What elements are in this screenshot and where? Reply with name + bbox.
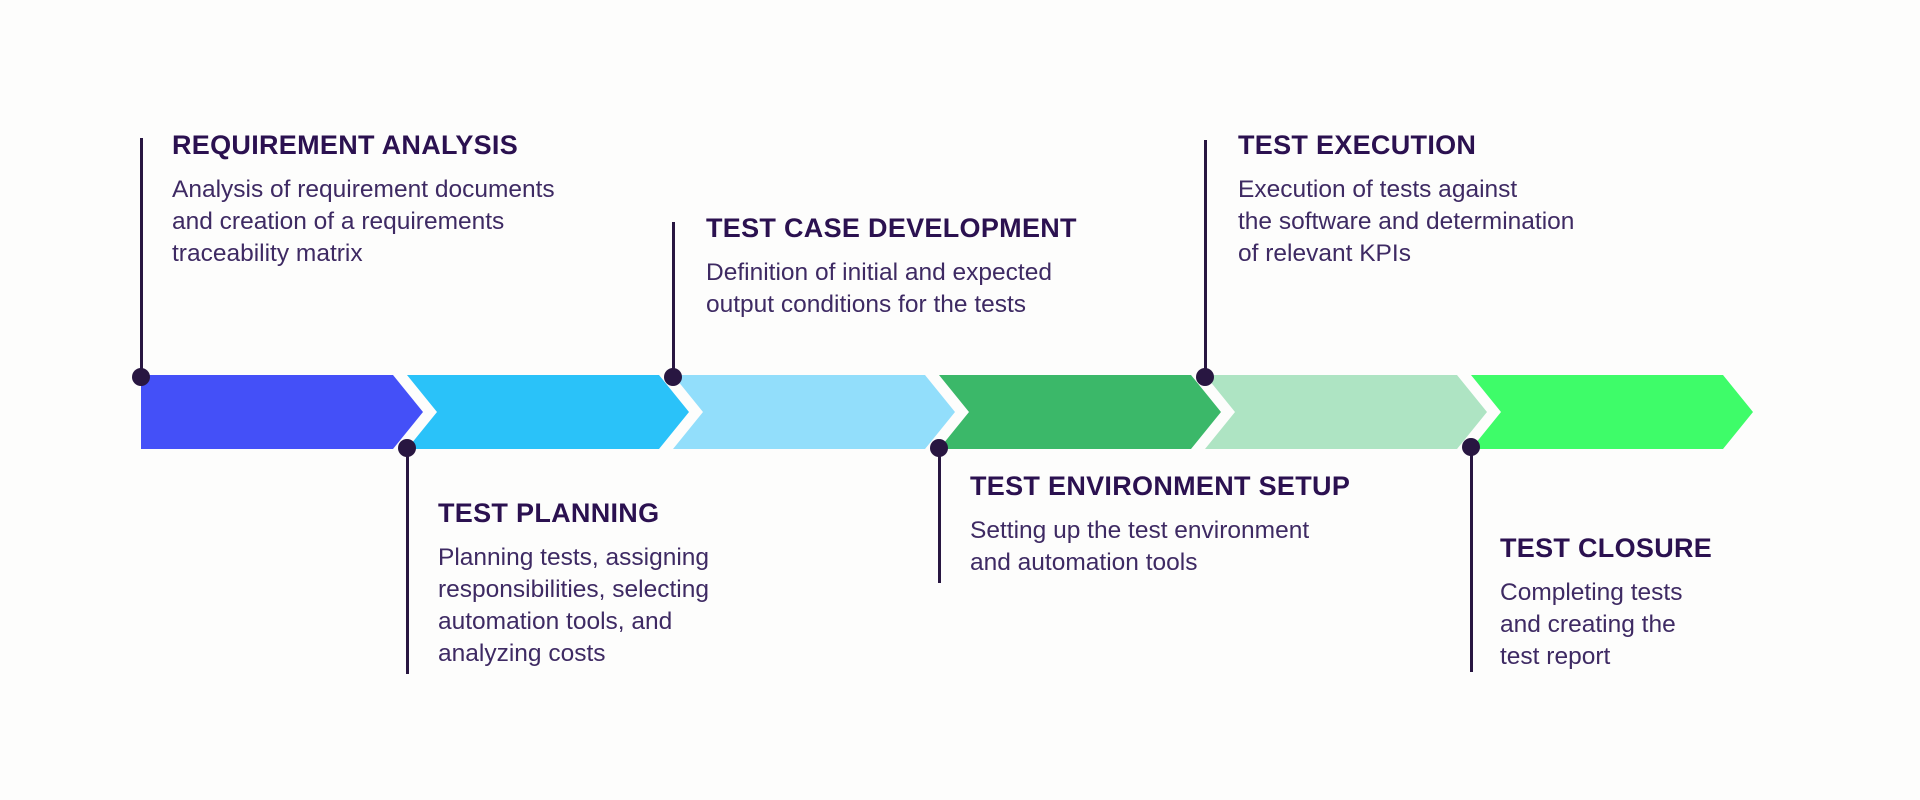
phase-title: REQUIREMENT ANALYSIS [172,130,519,160]
arrow-segment-requirement-analysis [141,375,423,449]
phase-description: Planning tests, assigning responsibiliti… [438,544,710,667]
phase-description: Setting up the test environment and auto… [970,517,1310,576]
connector-line-test-planning [406,448,409,674]
phase-title: TEST EXECUTION [1238,130,1477,160]
arrow-segment-test-planning [407,375,689,449]
arrow-segment-test-case-development [673,375,955,449]
connector-dot-test-planning [398,439,416,457]
phase-description: Completing tests and creating the test r… [1500,579,1683,670]
phase-label-test-planning: TEST PLANNING Planning tests, assigning … [438,498,709,670]
phase-label-test-environment-setup: TEST ENVIRONMENT SETUP Setting up the te… [970,471,1350,579]
connector-line-test-closure [1470,447,1473,672]
phase-label-test-case-development: TEST CASE DEVELOPMENT Definition of init… [706,213,1077,321]
phase-description: Analysis of requirement documents and cr… [172,176,555,267]
connector-line-test-case-development [672,222,675,377]
arrow-segment-test-closure [1471,375,1753,449]
phase-label-test-closure: TEST CLOSURE Completing tests and creati… [1500,533,1712,673]
phase-description: Execution of tests against the software … [1238,176,1575,267]
phase-description: Definition of initial and expected outpu… [706,259,1052,318]
connector-dot-test-execution [1196,368,1214,386]
phase-title: TEST ENVIRONMENT SETUP [970,471,1351,501]
arrow-segment-test-environment-setup [939,375,1221,449]
phase-title: TEST CASE DEVELOPMENT [706,213,1077,243]
connector-line-test-execution [1204,140,1207,377]
connector-dot-test-closure [1462,438,1480,456]
arrow-segment-test-execution [1205,375,1487,449]
connector-dot-test-environment-setup [930,439,948,457]
connector-line-test-environment-setup [938,448,941,583]
phase-title: TEST CLOSURE [1500,533,1713,563]
connector-line-requirement-analysis [140,138,143,377]
connector-dot-requirement-analysis [132,368,150,386]
phase-label-test-execution: TEST EXECUTION Execution of tests agains… [1238,130,1574,270]
connector-dot-test-case-development [664,368,682,386]
phase-label-requirement-analysis: REQUIREMENT ANALYSIS Analysis of require… [172,130,555,270]
phase-title: TEST PLANNING [438,498,660,528]
